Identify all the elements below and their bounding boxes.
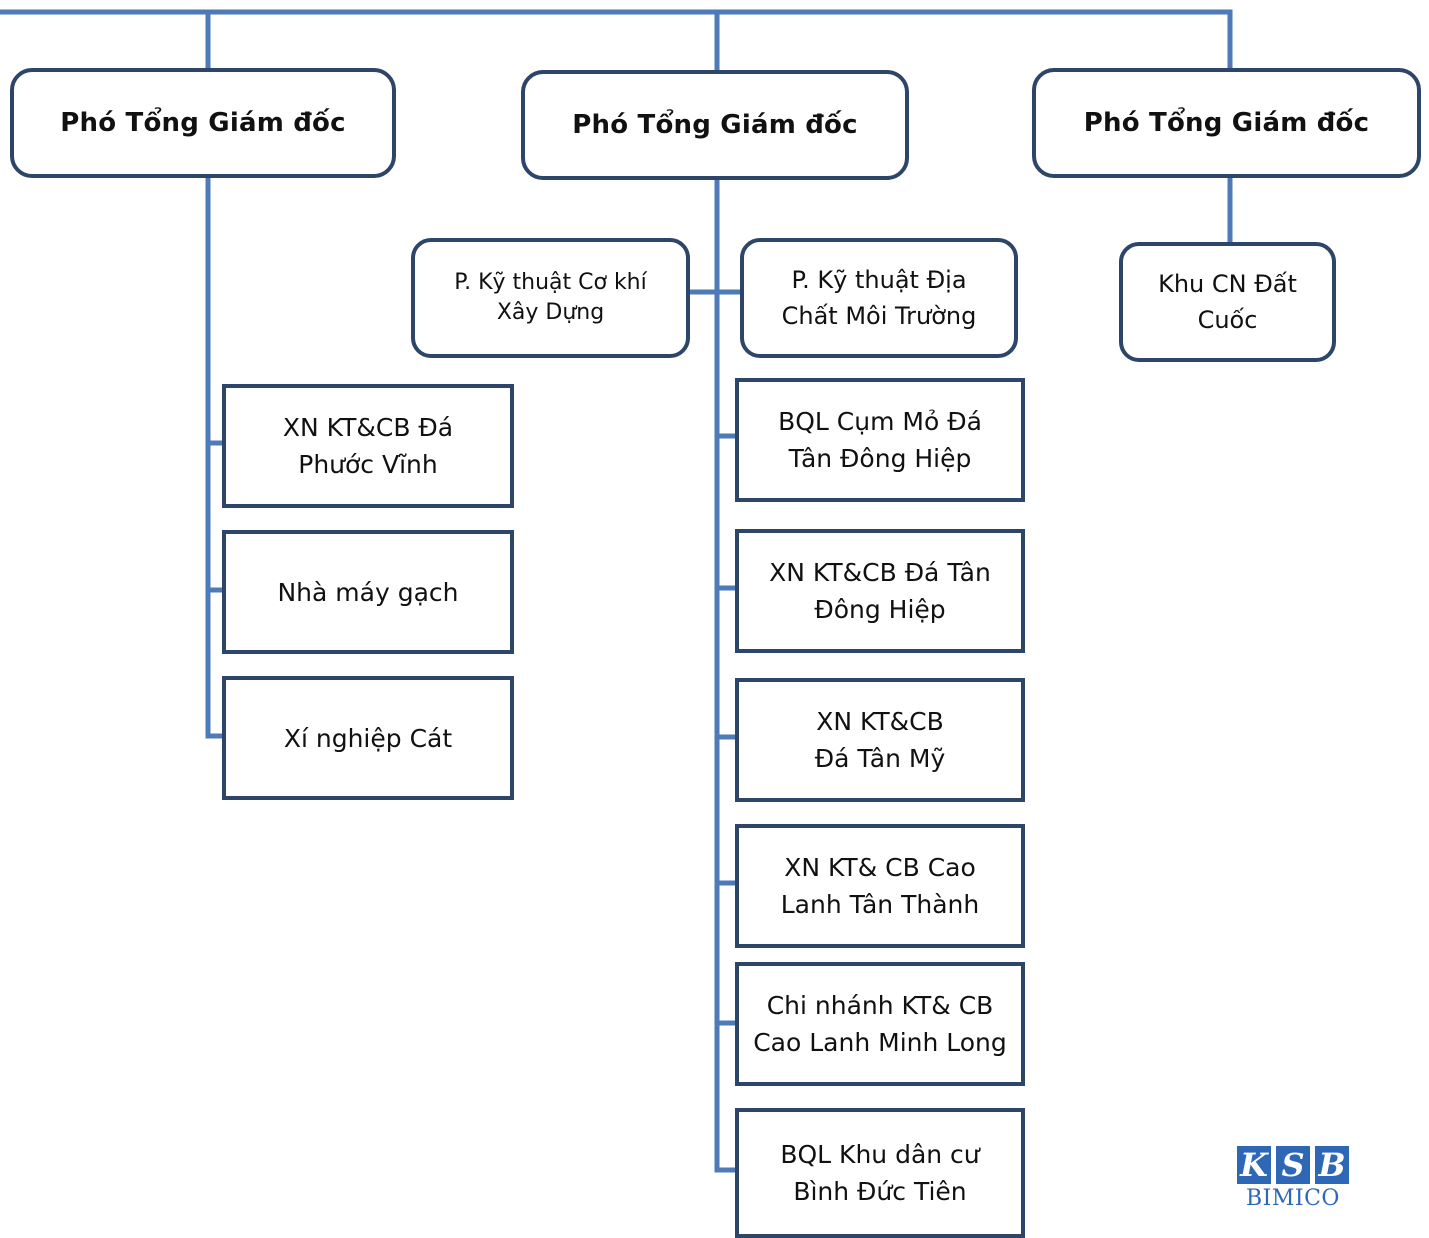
vice-director-box-left: Phó Tổng Giám đốc (10, 68, 396, 178)
logo-letter: S (1276, 1146, 1310, 1184)
unit-box-binh-duc-tien: BQL Khu dân cư Bình Đức Tiên (735, 1108, 1025, 1238)
unit-box-tan-thanh-kaolin: XN KT& CB Cao Lanh Tân Thành (735, 824, 1025, 948)
vice-director-box-right: Phó Tổng Giám đốc (1032, 68, 1421, 178)
logo-letters: K S B (1237, 1146, 1349, 1184)
unit-label: BQL Khu dân cư Bình Đức Tiên (780, 1140, 980, 1206)
department-box-geology-environment: P. Kỹ thuật Địa Chất Môi Trường (740, 238, 1018, 358)
unit-label: XN KT& CB Cao Lanh Tân Thành (780, 853, 980, 919)
unit-box-tan-my: XN KT&CB Đá Tân Mỹ (735, 678, 1025, 802)
unit-label: XN KT&CB Đá Tân Đông Hiệp (769, 558, 991, 624)
unit-box-tan-dong-hiep-enterprise: XN KT&CB Đá Tân Đông Hiệp (735, 529, 1025, 653)
ksb-bimico-logo: K S B BIMICO (1237, 1146, 1349, 1224)
department-box-industrial-zone: Khu CN Đất Cuốc (1119, 242, 1336, 362)
unit-box-phuoc-vinh: XN KT&CB Đá Phước Vĩnh (222, 384, 514, 508)
department-label: P. Kỹ thuật Cơ khí Xây Dựng (454, 270, 647, 325)
unit-label: BQL Cụm Mỏ Đá Tân Đông Hiệp (778, 407, 982, 473)
department-label: Khu CN Đất Cuốc (1158, 270, 1297, 334)
department-box-mechanical-construction: P. Kỹ thuật Cơ khí Xây Dựng (411, 238, 690, 358)
logo-brand-text: BIMICO (1246, 1186, 1340, 1211)
unit-label: XN KT&CB Đá Tân Mỹ (814, 707, 946, 773)
vice-director-box-center: Phó Tổng Giám đốc (521, 70, 909, 180)
unit-label: Chi nhánh KT& CB Cao Lanh Minh Long (753, 991, 1007, 1057)
unit-box-sand-enterprise: Xí nghiệp Cát (222, 676, 514, 800)
unit-label: Nhà máy gạch (277, 577, 459, 607)
unit-label: XN KT&CB Đá Phước Vĩnh (282, 413, 454, 479)
vice-director-label: Phó Tổng Giám đốc (1083, 108, 1370, 138)
unit-label: Xí nghiệp Cát (283, 723, 453, 753)
unit-box-brick-factory: Nhà máy gạch (222, 530, 514, 654)
unit-box-minh-long-branch: Chi nhánh KT& CB Cao Lanh Minh Long (735, 962, 1025, 1086)
vice-director-label: Phó Tổng Giám đốc (572, 110, 858, 140)
vice-director-label: Phó Tổng Giám đốc (60, 108, 346, 138)
logo-letter: K (1237, 1146, 1271, 1184)
unit-box-tan-dong-hiep-mine: BQL Cụm Mỏ Đá Tân Đông Hiệp (735, 378, 1025, 502)
department-label: P. Kỹ thuật Địa Chất Môi Trường (781, 266, 977, 330)
logo-letter: B (1315, 1146, 1349, 1184)
